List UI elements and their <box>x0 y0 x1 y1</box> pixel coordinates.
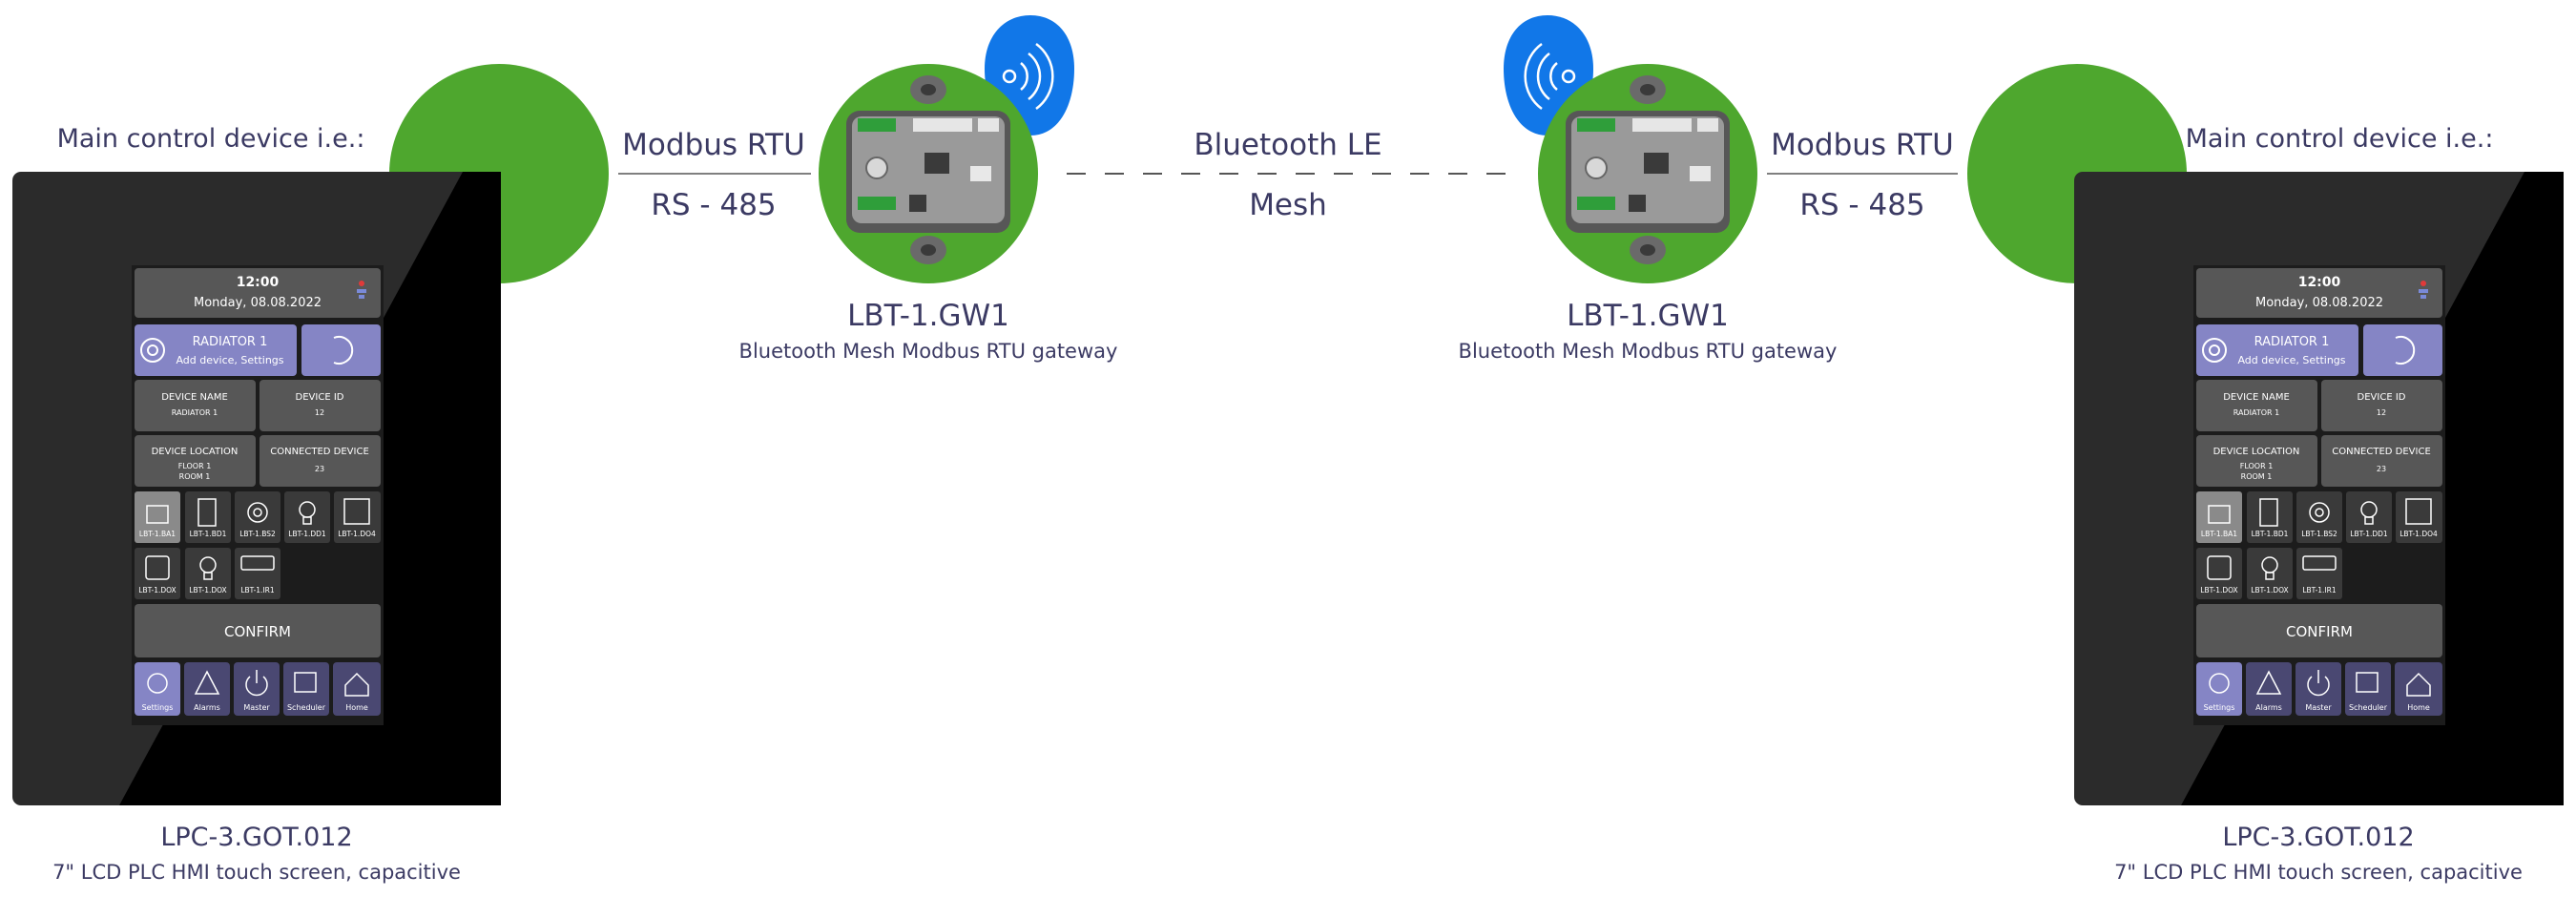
left-link-protocol: Modbus RTU <box>622 128 805 162</box>
left-gateway-description: Bluetooth Mesh Modbus RTU gateway <box>739 340 1118 363</box>
left-gateway-model: LBT-1.GW1 <box>847 299 1009 333</box>
left-hmi-screen <box>131 264 384 726</box>
left-controller-model: LPC-3.GOT.012 <box>160 823 352 852</box>
right-controller-description: 7" LCD PLC HMI touch screen, capacitive <box>2114 861 2523 884</box>
left-gateway-group: LBT-1.GW1 Bluetooth Mesh Modbus RTU gate… <box>739 15 1118 363</box>
right-link-interface: RS - 485 <box>1799 188 1924 222</box>
left-controller-group: Main control device i.e.: LPC-3.GOT.012 … <box>12 64 609 884</box>
right-controller-group: Main control device i.e.: LPC-3.GOT.012 … <box>1967 64 2564 884</box>
right-controller-caption: Main control device i.e.: <box>2186 124 2494 154</box>
left-controller-caption: Main control device i.e.: <box>57 124 365 154</box>
signal-dot <box>1002 69 1017 84</box>
signal-dot <box>1561 69 1576 84</box>
right-hmi-screen <box>2192 264 2446 726</box>
right-controller-model: LPC-3.GOT.012 <box>2222 823 2414 852</box>
right-gateway-group: LBT-1.GW1 Bluetooth Mesh Modbus RTU gate… <box>1459 15 1838 363</box>
wireless-link-type: Mesh <box>1249 188 1327 222</box>
right-link-protocol: Modbus RTU <box>1771 128 1954 162</box>
wireless-link-protocol: Bluetooth LE <box>1194 128 1381 162</box>
right-gateway-description: Bluetooth Mesh Modbus RTU gateway <box>1459 340 1838 363</box>
left-link-interface: RS - 485 <box>651 188 776 222</box>
left-controller-description: 7" LCD PLC HMI touch screen, capacitive <box>52 861 461 884</box>
right-gateway-model: LBT-1.GW1 <box>1567 299 1729 333</box>
right-gateway-device <box>1537 63 1758 284</box>
left-gateway-device <box>818 63 1039 284</box>
